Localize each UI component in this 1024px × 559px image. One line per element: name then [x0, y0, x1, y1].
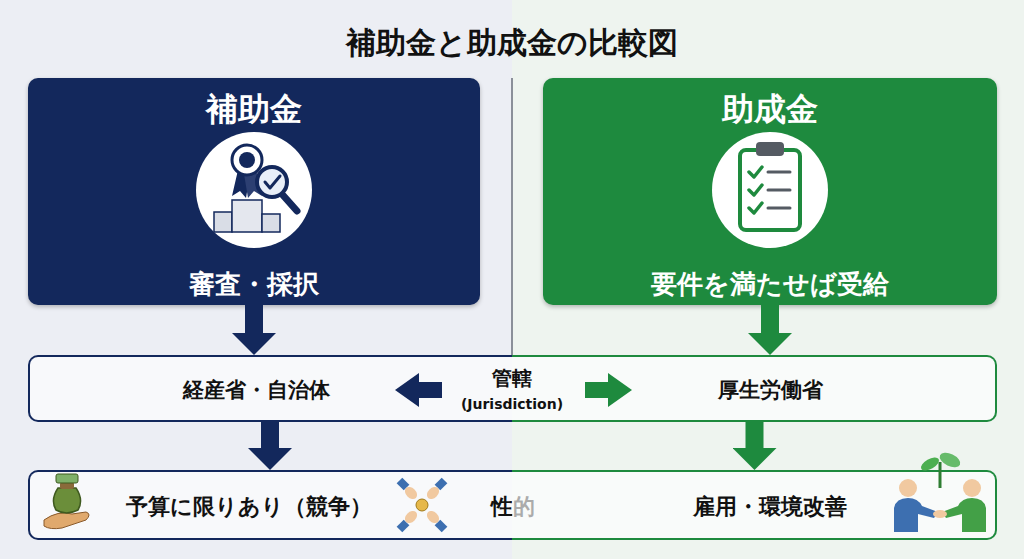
box-caption: 要件を満たせば受給 [651, 270, 889, 299]
flow-arrow [245, 305, 263, 333]
flow-arrow [746, 422, 764, 448]
left-half-background [0, 0, 512, 559]
feature-box: 雇用・環境改善 [512, 470, 997, 540]
jurisdiction-box: 経産省・自治体 [28, 355, 512, 422]
category-box: 助成金要件を満たせば受給 [543, 78, 997, 305]
jurisdiction-label: 管轄 [492, 367, 532, 389]
flow-arrow [761, 305, 779, 333]
box-caption: 審査・採択 [189, 270, 319, 299]
category-box: 補助金審査・採択 [28, 78, 480, 305]
jurisdiction-subtitle: (Jurisdiction) [461, 397, 563, 412]
feature-text: 予算に限りあり（競争） [126, 495, 372, 519]
diagram-title: 補助金と助成金の比較図 [346, 26, 678, 59]
flow-arrow [261, 422, 279, 448]
box-heading: 助成金 [722, 92, 818, 127]
right-half-background [512, 0, 1024, 559]
ministry-text: 厚生労働省 [718, 379, 823, 402]
box-heading: 補助金 [206, 92, 302, 127]
center-divider [511, 78, 513, 355]
feature-text: 雇用・環境改善 [693, 495, 847, 519]
jurisdiction-box: 厚生労働省 [512, 355, 997, 422]
ministry-text: 経産省・自治体 [183, 379, 330, 402]
feature-box: 予算に限りあり（競争）性的 [28, 470, 512, 540]
handshake-plant-icon-part [937, 450, 962, 470]
